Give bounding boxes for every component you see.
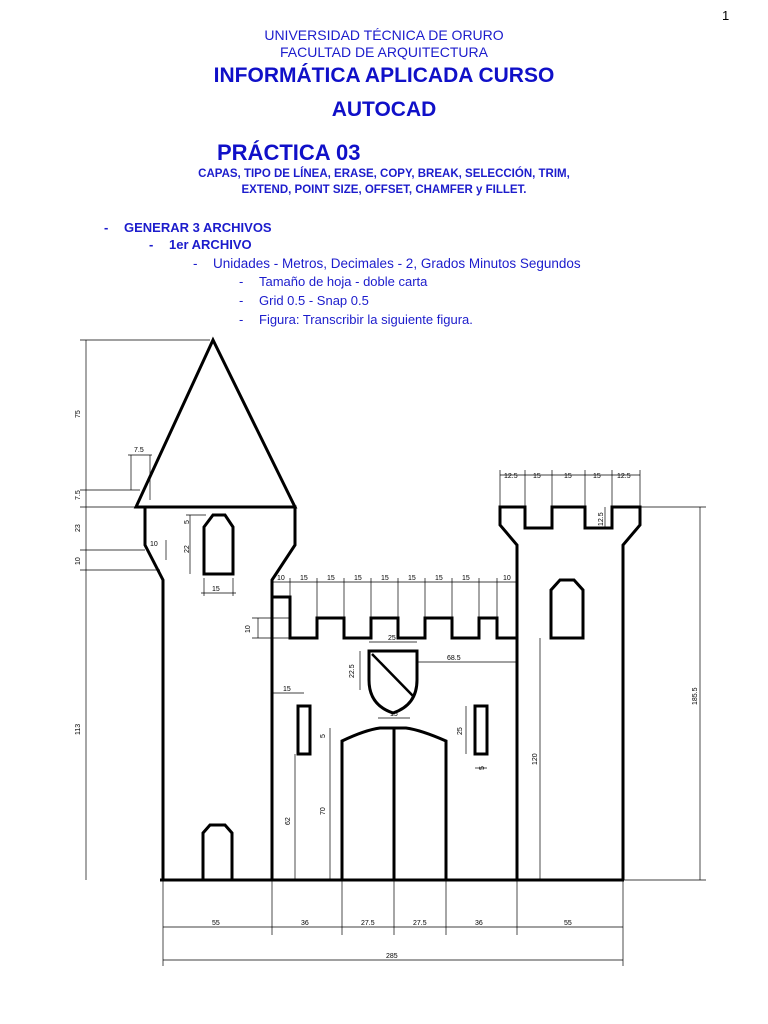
dim-window-width: 15 bbox=[212, 586, 220, 593]
dim-roof-height: 75 bbox=[75, 410, 82, 418]
course-title-line1: INFORMÁTICA APLICADA CURSO bbox=[213, 64, 555, 87]
dim-shield-width: 25 bbox=[388, 635, 396, 642]
dim-base-5: 36 bbox=[475, 920, 483, 927]
bullet-dash: - bbox=[239, 293, 244, 308]
practice-topics-line2: EXTEND, POINT SIZE, OFFSET, CHAMFER y FI… bbox=[241, 184, 527, 196]
instruction-item-1: -GENERAR 3 ARCHIVOS bbox=[104, 220, 272, 235]
instruction-item-4: -Tamaño de hoja - doble carta bbox=[239, 274, 427, 289]
dim-merlon-1: 15 bbox=[300, 575, 308, 582]
instruction-item-6: -Figura: Transcribir la siguiente figura… bbox=[239, 312, 473, 327]
dim-window-sill: 62 bbox=[285, 817, 292, 825]
university-name: UNIVERSIDAD TÉCNICA DE ORURO bbox=[264, 27, 504, 43]
bullet-dash: - bbox=[239, 274, 244, 289]
left-tower-roof bbox=[133, 336, 298, 509]
dim-slot-width: 5 bbox=[479, 766, 486, 770]
dim-merlon-3: 15 bbox=[354, 575, 362, 582]
instruction-text: Tamaño de hoja - doble carta bbox=[259, 274, 428, 289]
dim-merlon-4: 15 bbox=[381, 575, 389, 582]
bullet-dash: - bbox=[149, 237, 154, 252]
dim-right-inner: 120 bbox=[532, 753, 539, 765]
dim-rt-merlon-d: 15 bbox=[593, 473, 601, 480]
dim-base-1: 55 bbox=[212, 920, 220, 927]
dim-tower-upper: 23 bbox=[75, 524, 82, 532]
dim-window-height: 22 bbox=[184, 545, 191, 553]
instruction-text: Unidades - Metros, Decimales - 2, Grados… bbox=[213, 256, 581, 271]
left-tower-window bbox=[202, 513, 235, 576]
dim-rt-merlon-e: 12.5 bbox=[617, 473, 631, 480]
dim-merlon-6: 15 bbox=[435, 575, 443, 582]
instruction-text: Grid 0.5 - Snap 0.5 bbox=[259, 293, 369, 308]
dim-merlon-7: 15 bbox=[462, 575, 470, 582]
practice-title: PRÁCTICA 03 bbox=[217, 140, 361, 165]
dim-rt-merlon-c: 15 bbox=[564, 473, 572, 480]
right-slot-window bbox=[473, 704, 489, 756]
dim-base-4: 27.5 bbox=[413, 920, 427, 927]
dim-shield-height: 22.5 bbox=[349, 664, 356, 678]
right-tower-window bbox=[549, 578, 585, 640]
faculty-name: FACULTAD DE ARQUITECTURA bbox=[280, 44, 488, 60]
dim-door-height: 70 bbox=[320, 807, 327, 815]
dim-base-6: 55 bbox=[564, 920, 572, 927]
instruction-text: Figura: Transcribir la siguiente figura. bbox=[259, 312, 473, 327]
instruction-item-2: -1er ARCHIVO bbox=[149, 237, 252, 252]
dim-merlon-right-end: 10 bbox=[503, 575, 511, 582]
dim-shield-offset: 68.5 bbox=[447, 655, 461, 662]
dim-base-2: 36 bbox=[301, 920, 309, 927]
dim-rt-merlon-b: 15 bbox=[533, 473, 541, 480]
dim-left-height: 113 bbox=[75, 724, 82, 735]
bullet-dash: - bbox=[239, 312, 244, 327]
dim-step: 10 bbox=[75, 557, 82, 565]
bullet-dash: - bbox=[104, 220, 109, 235]
dim-merlon-left-end: 10 bbox=[277, 575, 285, 582]
instruction-item-5: -Grid 0.5 - Snap 0.5 bbox=[239, 293, 369, 308]
shield-diagonal bbox=[371, 653, 415, 698]
dim-slot-offset: 15 bbox=[283, 686, 291, 693]
dim-base-3: 27.5 bbox=[361, 920, 375, 927]
dim-door-arch: 5 bbox=[320, 734, 327, 738]
dim-slot-height: 25 bbox=[457, 727, 464, 735]
central-wall-battlements bbox=[272, 595, 519, 640]
instruction-text: GENERAR 3 ARCHIVOS bbox=[124, 220, 272, 235]
dim-merlon-2: 15 bbox=[327, 575, 335, 582]
left-slot-window bbox=[296, 704, 312, 756]
practice-topics-line1: CAPAS, TIPO DE LÍNEA, ERASE, COPY, BREAK… bbox=[198, 168, 570, 180]
dim-top-block: 7.5 bbox=[75, 490, 82, 500]
shield-emblem bbox=[367, 649, 419, 715]
dim-rt-merlon-a: 12.5 bbox=[504, 473, 518, 480]
dim-rt-merlon-height: 12.5 bbox=[598, 512, 605, 526]
dim-roof-top: 7.5 bbox=[134, 447, 144, 454]
right-tower-outline bbox=[498, 505, 642, 880]
instruction-item-3: -Unidades - Metros, Decimales - 2, Grado… bbox=[193, 256, 581, 271]
dim-base-total: 285 bbox=[386, 953, 398, 960]
dim-right-total: 185.5 bbox=[692, 687, 699, 705]
page-number: 1 bbox=[722, 8, 730, 23]
instruction-text: 1er ARCHIVO bbox=[169, 237, 252, 252]
dim-merlon-height: 10 bbox=[245, 625, 252, 633]
bullet-dash: - bbox=[193, 256, 198, 271]
dim-merlon-5: 15 bbox=[408, 575, 416, 582]
course-title-line2: AUTOCAD bbox=[331, 98, 437, 121]
dimension-lines bbox=[80, 339, 706, 966]
dim-step-2: 10 bbox=[150, 541, 158, 548]
left-tower-door bbox=[201, 823, 234, 880]
dim-door-top-width: 15 bbox=[390, 711, 398, 718]
dim-window-top: 5 bbox=[184, 520, 191, 524]
